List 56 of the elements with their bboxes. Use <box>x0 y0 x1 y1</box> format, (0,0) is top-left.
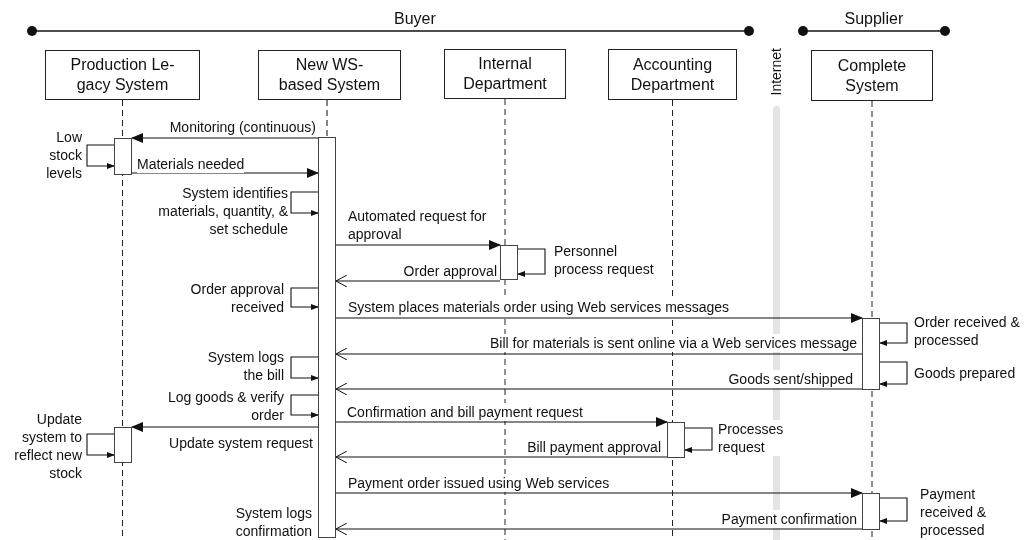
participant-box <box>444 49 566 99</box>
participant-name: New WS- based System <box>277 55 382 95</box>
lifeline <box>326 99 328 138</box>
message-label: Goods sent/shipped <box>728 370 853 388</box>
participant-box <box>811 50 933 101</box>
message-arrow <box>335 450 668 464</box>
participant-box <box>45 50 200 100</box>
message-label: Update system request <box>169 434 313 452</box>
message-label: System places materials order using Web services messages <box>348 298 729 316</box>
message-arrow <box>335 382 863 396</box>
message-arrow <box>335 274 501 288</box>
activation-bar <box>667 422 685 458</box>
participant-box <box>608 49 737 100</box>
participant-name: Internal Department <box>462 54 548 94</box>
message-label: Payment confirmation <box>721 510 857 528</box>
self-message-arrow <box>879 497 908 524</box>
message-label: Order approval <box>403 262 497 280</box>
message-arrow <box>131 168 319 178</box>
message-label: Bill payment approval <box>527 438 661 456</box>
message-label: Confirmation and bill payment request <box>347 403 583 421</box>
message-arrow <box>335 347 863 361</box>
self-message-arrow <box>684 427 713 453</box>
self-message-arrow <box>86 144 115 169</box>
message-label: Bill for materials is sent online via a Web services message <box>490 334 857 352</box>
message-arrow <box>335 522 863 536</box>
participant-name: Production Le- gacy System <box>69 55 176 95</box>
activation-bar <box>862 493 880 530</box>
self-message-arrow <box>290 287 319 310</box>
activation-bar <box>318 137 336 538</box>
self-message-arrow <box>86 433 115 458</box>
message-label: Materials needed <box>137 155 245 173</box>
message-arrow <box>335 417 668 427</box>
self-message-arrow <box>290 191 319 216</box>
message-arrow <box>131 133 319 143</box>
self-message-arrow <box>290 394 319 418</box>
message-label: Automated request for approval <box>348 207 488 243</box>
participant-name: Accounting Department <box>629 54 716 95</box>
message-arrow <box>335 240 501 250</box>
message-label: Goods prepared <box>914 364 1016 382</box>
self-message-arrow <box>517 248 546 277</box>
self-message-arrow <box>290 356 319 381</box>
participant-box <box>258 50 401 100</box>
self-message-arrow <box>879 322 908 346</box>
message-arrow <box>335 313 863 323</box>
message-label: Monitoring (continuous) <box>169 118 316 136</box>
activation-bar <box>114 138 132 175</box>
activation-bar <box>862 318 880 390</box>
self-message-arrow <box>879 361 908 387</box>
message-arrow <box>131 422 319 432</box>
activation-bar <box>500 245 518 280</box>
group-label: Buyer <box>394 10 436 28</box>
message-label: Payment order issued using Web services <box>348 474 610 492</box>
participant-name: Complete System <box>836 55 908 96</box>
group-label: Supplier <box>844 10 904 28</box>
message-arrow <box>335 488 863 498</box>
activation-bar <box>114 427 132 463</box>
